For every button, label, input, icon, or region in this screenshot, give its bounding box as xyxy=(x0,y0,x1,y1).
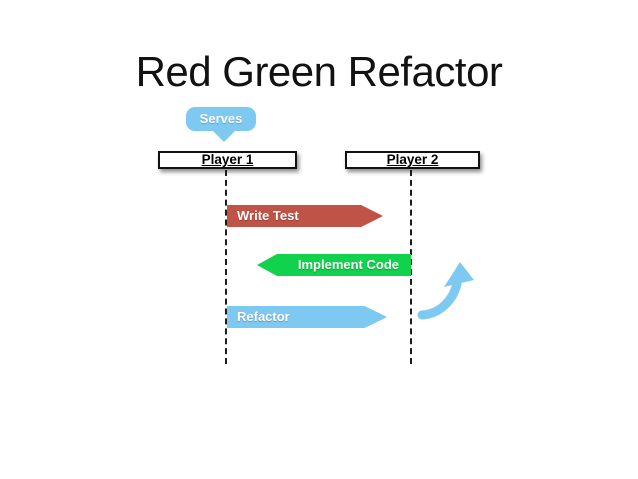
curved-arrow-head xyxy=(444,262,474,287)
page-title: Red Green Refactor xyxy=(135,48,503,95)
message-arrow-write-test: Write Test xyxy=(227,205,383,227)
callout-tail-icon xyxy=(212,130,236,142)
message-label-refactor: Refactor xyxy=(237,309,290,324)
curved-arrow-shaft xyxy=(417,279,462,320)
message-arrow-implement-code: Implement Code xyxy=(257,254,411,276)
actor-player-2: Player 2 xyxy=(345,151,480,169)
curved-up-arrow-icon xyxy=(417,262,474,320)
lifeline-player-1 xyxy=(225,170,227,364)
message-arrow-refactor: Refactor xyxy=(227,306,387,328)
message-label-implement-code: Implement Code xyxy=(297,257,399,272)
actor-player-1-label: Player 1 xyxy=(201,152,254,167)
serves-callout: Serves xyxy=(186,107,256,142)
lifeline-player-2 xyxy=(410,170,412,364)
actor-player-1: Player 1 xyxy=(158,151,297,169)
actor-player-2-label: Player 2 xyxy=(386,152,439,167)
message-label-write-test: Write Test xyxy=(237,208,299,223)
serves-callout-label: Serves xyxy=(199,111,243,126)
